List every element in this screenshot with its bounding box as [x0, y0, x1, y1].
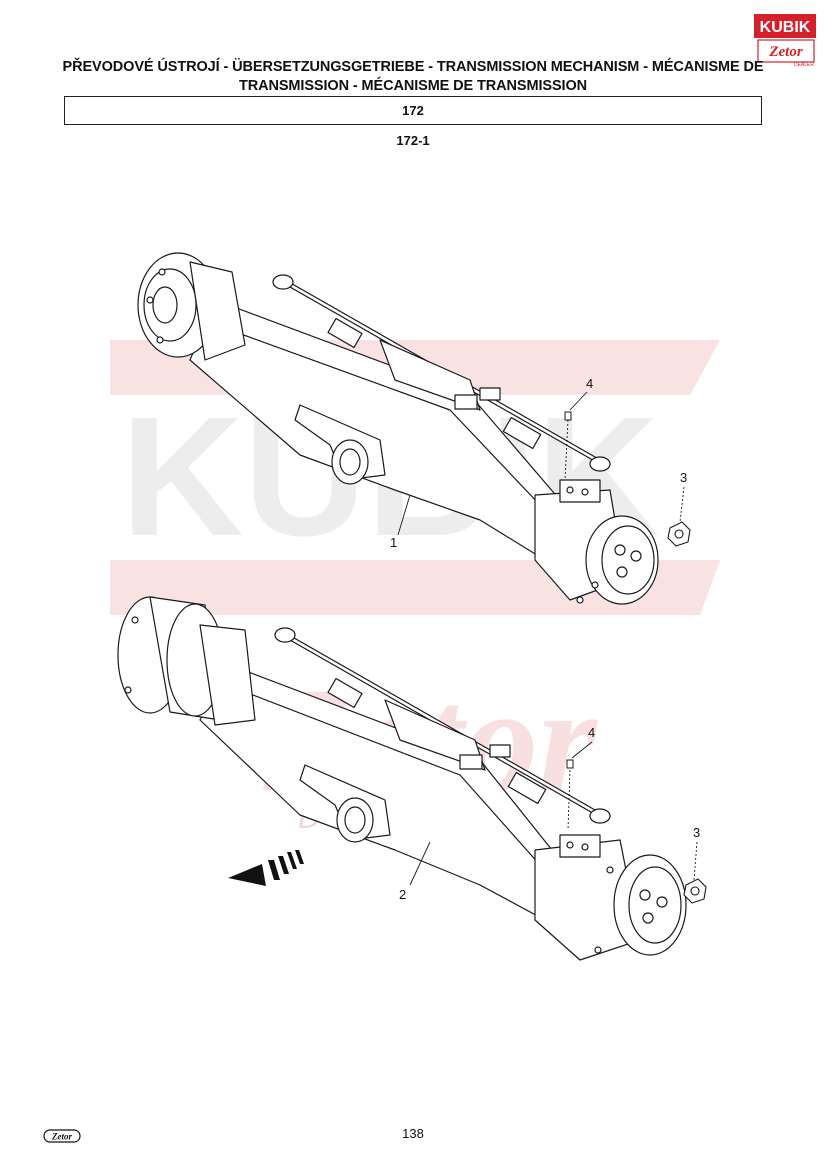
direction-arrow: [228, 850, 304, 886]
callout-4-top: 4: [586, 376, 594, 391]
front-axle-2: [117, 596, 687, 961]
callout-3-bottom: 3: [693, 825, 701, 840]
page-title: PŘEVODOVÉ ÚSTROJÍ - ÜBERSETZUNGSGETRIEBE…: [62, 59, 764, 94]
logo-kubik-text: KUBIK: [760, 19, 811, 36]
grease-nipple-4-bottom: [566, 759, 574, 769]
kubik-zetor-logo: KUBIK Zetor DEALER: [754, 14, 816, 68]
subsection-number: 172-1: [396, 133, 430, 148]
front-axle-1: [137, 252, 659, 605]
callout-4-bottom: 4: [588, 725, 596, 740]
logo-dealer-text: DEALER: [794, 62, 814, 68]
callout-2: 2: [399, 887, 407, 902]
nut-3-bottom: [683, 878, 707, 904]
footer-zetor-logo: Zetor: [43, 1129, 81, 1143]
footer-logo-text: Zetor: [51, 1132, 72, 1142]
grease-nipple-4-top: [564, 411, 572, 421]
callout-3-top: 3: [680, 470, 688, 485]
nut-3-top: [667, 521, 691, 547]
callout-1: 1: [390, 535, 398, 550]
logo-zetor-text: Zetor: [768, 44, 802, 60]
page-number: 138: [402, 1126, 424, 1141]
section-number-box: 172: [64, 96, 762, 125]
